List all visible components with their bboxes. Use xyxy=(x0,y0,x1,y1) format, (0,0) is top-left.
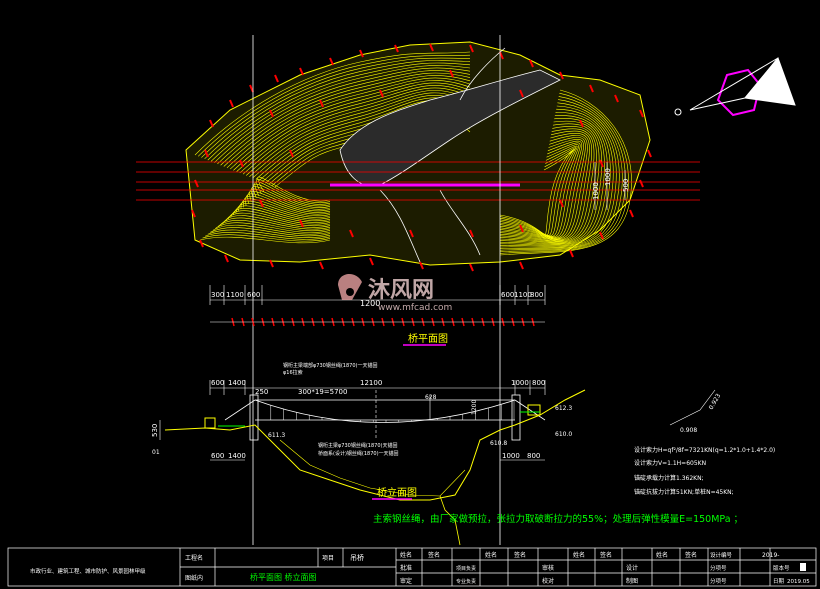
north-arrow-icon xyxy=(674,57,796,117)
elev-mid-label: 628 xyxy=(425,394,437,401)
role-draft: 制图 xyxy=(626,577,638,585)
plan-dim-1100: 1100 xyxy=(226,291,244,299)
plan-dim-1100b: 1100 xyxy=(514,291,532,299)
header-name-2: 姓名 xyxy=(485,551,497,559)
role-review: 审核 xyxy=(542,564,554,572)
elev-stay-spacing: 300*19=5700 xyxy=(298,388,347,396)
plan-bottom-dims xyxy=(209,285,546,305)
plan-right-dim-2: 1000 xyxy=(604,168,612,186)
elev-label-611: 611.3 xyxy=(268,432,285,439)
plan-right-dim-1: 1000 xyxy=(592,182,600,200)
calc-notes: 设计索力H=qf²/8f=7321KN(q=1.2*1.0+1.4*2.0) 设… xyxy=(634,446,775,496)
elev-dim-1400: 1400 xyxy=(228,379,246,387)
drawing-no-value: 2019- xyxy=(762,552,779,559)
watermark-en: www.mfcad.com xyxy=(378,303,452,313)
date-label: 日期 xyxy=(773,578,785,585)
bridge-axis-lines xyxy=(136,161,700,201)
item-value: 吊桥 xyxy=(350,553,364,562)
title-block xyxy=(7,547,817,587)
elev-label-610a: 610.8 xyxy=(490,440,507,447)
elev-marker-label: 01 xyxy=(152,449,160,456)
elev-note-2: φ16拉索 xyxy=(283,369,303,376)
elev-note-1: 钢桁主梁端部φ730钢丝绳(1870)一天锚固 xyxy=(283,362,377,369)
role-project-lead: 项目负责 xyxy=(456,565,476,572)
project-label: 工程名 xyxy=(185,554,203,562)
plan-dim-300: 300 xyxy=(211,291,224,299)
elev-bdim-1400: 1400 xyxy=(228,452,246,460)
watermark-cn: 沐风网 xyxy=(368,278,434,303)
plan-dim-600b: 600 xyxy=(501,291,514,299)
calc-note-3: 锚碇承载力计算1.362KN; xyxy=(634,474,704,482)
plan-right-dim-3: 500 xyxy=(622,179,630,192)
drawing-label: 图纸内 xyxy=(185,574,203,582)
terrain-profile xyxy=(164,389,586,501)
version-value-box xyxy=(800,563,806,571)
elev-note-4: 桥面系(设计)钢丝绳(1870)一天锚固 xyxy=(318,450,399,457)
elev-title: 桥立面图 xyxy=(377,486,417,499)
role-check: 校对 xyxy=(542,577,554,585)
elev-side-label: 1200 xyxy=(471,400,478,415)
elev-note-3: 钢桁主梁φ730钢丝绳(1870)天锚固 xyxy=(318,442,397,449)
plan-dim-1200: 1200 xyxy=(360,299,380,308)
drawing-no-label: 设计编号 xyxy=(710,551,733,559)
calc-note-4: 锚碇抗拔力计算51KN;单桩N=45KN; xyxy=(634,488,734,496)
elev-dim-12100: 12100 xyxy=(360,379,382,387)
date-value: 2019.05 xyxy=(787,579,810,585)
header-name-4: 姓名 xyxy=(656,551,668,559)
elev-bdim-600: 600 xyxy=(211,452,224,460)
header-name-1: 姓名 xyxy=(400,551,412,559)
elev-bdim-800: 800 xyxy=(527,452,540,460)
role-design: 设计 xyxy=(626,564,638,572)
header-sign-1: 签名 xyxy=(428,551,440,559)
elev-bdim-1000: 1000 xyxy=(502,452,520,460)
plan-dim-800: 800 xyxy=(530,291,543,299)
sheet-label: 分项号 xyxy=(710,564,727,572)
calc-note-1: 设计索力H=qf²/8f=7321KN(q=1.2*1.0+1.4*2.0) xyxy=(634,446,775,454)
header-sign-4: 签名 xyxy=(685,551,697,559)
plan-dim-600: 600 xyxy=(247,291,260,299)
version-label: 版本号 xyxy=(773,564,790,572)
header-sign-2: 签名 xyxy=(514,551,526,559)
item-label: 项目 xyxy=(322,555,334,562)
drawing-name: 桥平面图 桥立面图 xyxy=(250,572,317,582)
header-name-3: 姓名 xyxy=(573,551,585,559)
plan-view: 1000 1000 500 300 1100 600 1200 600 1100… xyxy=(136,35,700,545)
company-qualification: 市政行业、建筑工程、城市防护、风景园林甲级 xyxy=(30,567,146,575)
sub-no-label: 分项号 xyxy=(710,577,727,585)
watermark-logo: 沐风网 www.mfcad.com xyxy=(338,274,452,313)
elev-anchor-label: 250 xyxy=(255,388,268,396)
role-approve: 批准 xyxy=(400,564,412,572)
elev-dim-1000: 1000 xyxy=(511,379,529,387)
elev-label-612: 612.3 xyxy=(555,405,572,412)
role-discipline-lead: 专业负责 xyxy=(456,578,476,585)
elev-label-610b: 610.0 xyxy=(555,431,572,438)
header-sign-3: 签名 xyxy=(600,551,612,559)
elevation-view: 600 1400 12100 1000 800 300*19=5700 250 … xyxy=(151,362,722,546)
main-note: 主索钢丝绳，由厂家做预拉，张拉力取破断拉力的55%；处理后弹性模量E=150MP… xyxy=(373,513,743,525)
role-examine: 审定 xyxy=(400,577,412,585)
calc-note-2: 设计索力V=1.1H=605KN xyxy=(634,459,706,467)
elev-dim-800: 800 xyxy=(532,379,545,387)
elev-dim-600: 600 xyxy=(211,379,224,387)
elev-height-label: 530 xyxy=(151,424,159,437)
plan-title: 桥平面图 xyxy=(408,333,448,345)
angle-label-1: 0.908 xyxy=(680,427,697,434)
plan-right-dims xyxy=(594,162,626,210)
